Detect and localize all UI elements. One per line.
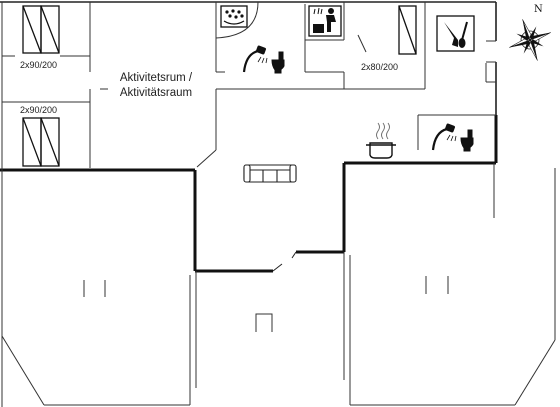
shower-toilet-icon [431,123,474,152]
activity-room-label-line2: Aktivitätsraum [119,87,193,99]
bed-label-top-right: 2x80/200 [361,62,399,72]
bed-label-top-left: 2x90/200 [20,60,58,70]
cooking-pot-icon [366,122,396,159]
sofa-icon [243,164,297,183]
bed-top-right [398,5,417,55]
main-walls [0,115,498,273]
sauna-icon [308,5,342,37]
door-leaf [272,263,283,272]
bed-top-left [22,5,60,54]
activity-room-label: Aktivitetsrum / Aktivitätsraum [108,71,204,101]
activity-room-label-line1: Aktivitetsrum / [119,72,193,84]
shower-toilet-icon [242,45,285,74]
compass-rose-icon [509,19,551,61]
laundry-tools-icon [436,15,475,52]
outer-walls [0,1,497,115]
door-leaf [291,251,297,259]
compass-north-label: N [534,4,543,15]
bed-label-mid-left: 2x90/200 [20,105,58,115]
whirlpool-icon [220,5,248,28]
bed-mid-left [22,117,60,167]
